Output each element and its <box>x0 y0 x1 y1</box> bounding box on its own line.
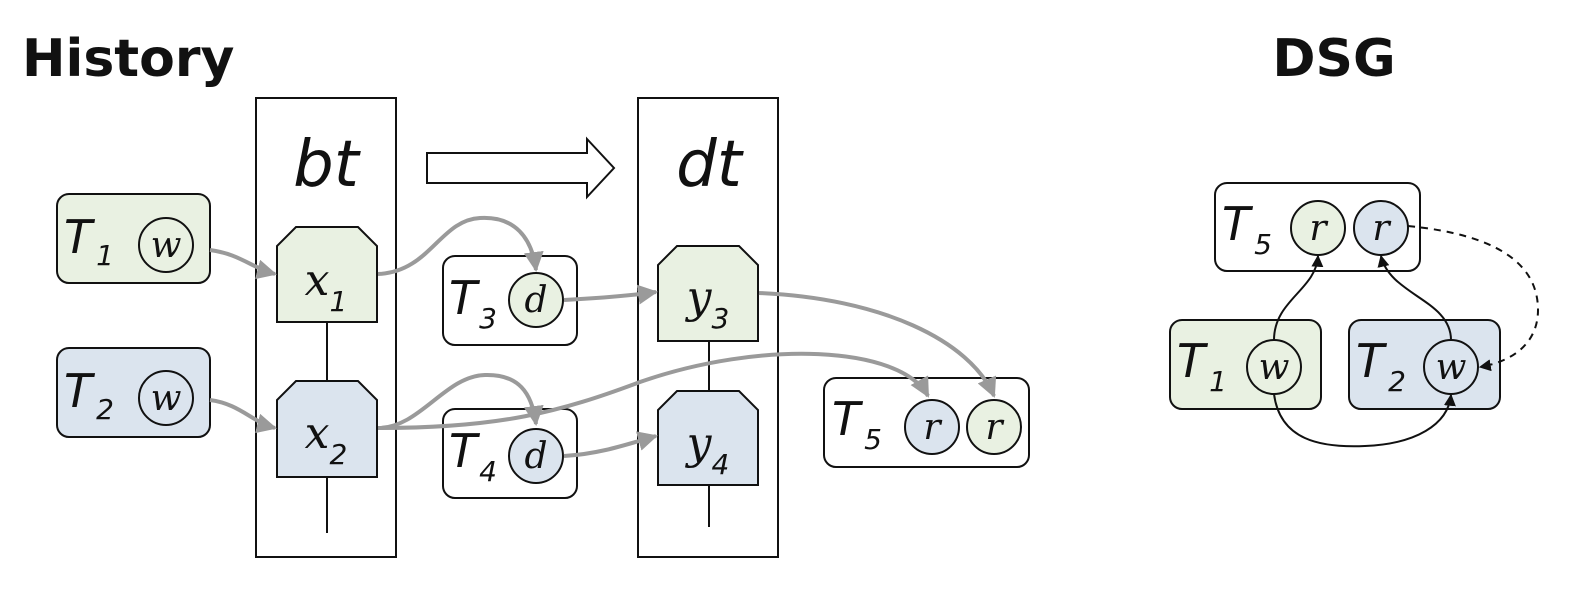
arrow-t3-to-y3 <box>563 284 658 305</box>
arrow-t2-to-x2 <box>209 398 277 434</box>
txn-t3-op-circle <box>508 272 564 328</box>
txn-t5-op2-circle <box>966 399 1022 455</box>
node-y3: y3 <box>657 245 759 342</box>
node-x2-shape <box>276 380 378 478</box>
txn-t3-label: T3 <box>449 271 497 335</box>
txn-t4-label: T4 <box>449 424 497 488</box>
transform-arrow-icon <box>426 136 616 200</box>
bt-label: bt <box>293 128 362 202</box>
dsg-edge-t1-to-t2 <box>1273 393 1456 448</box>
dt-label: dt <box>676 128 745 202</box>
txn-t2-op: w <box>151 378 182 419</box>
node-y4: y4 <box>657 390 759 486</box>
dsg-edge-t2-to-t5-r2 <box>1377 254 1452 341</box>
dsg-txn-t1-op: w <box>1259 347 1290 388</box>
node-x1-label: x1 <box>305 255 348 318</box>
node-y3-label: y3 <box>685 272 730 335</box>
dsg-edge-t5-to-t2-dashed <box>1407 225 1540 372</box>
txn-t1-op-circle <box>138 217 194 273</box>
arrow-x2-to-t5-op1 <box>379 351 930 430</box>
txn-t1-op: w <box>151 225 182 266</box>
dsg-txn-t2-op: w <box>1436 347 1467 388</box>
node-x1: x1 <box>276 226 378 323</box>
txn-t2-op-circle <box>138 370 194 426</box>
txn-t4-op-circle <box>508 428 564 484</box>
arrow-x1-to-t3-op <box>377 215 544 276</box>
dsg-title: DSG <box>1272 29 1395 89</box>
node-x1-shape <box>276 226 378 323</box>
arrow-y3-to-t5-op2 <box>758 291 997 398</box>
arrow-t1-to-x1 <box>209 248 277 280</box>
dsg-txn-t5-op2: r <box>1372 208 1391 249</box>
node-y3-shape <box>657 245 759 342</box>
txn-t4-op: d <box>524 436 547 477</box>
arrow-x2-to-t4-op <box>377 372 544 430</box>
txn-t5-op1: r <box>923 407 942 448</box>
txn-t3: T3 d <box>442 255 578 346</box>
bt-column: bt <box>255 97 397 558</box>
node-y4-label: y4 <box>685 418 730 481</box>
arrow-t4-to-y4 <box>563 431 658 458</box>
history-title: History <box>22 29 234 89</box>
node-x2: x2 <box>276 380 378 478</box>
dsg-txn-t5-op1: r <box>1309 208 1328 249</box>
dsg-edge-t1-to-t5-r1 <box>1273 254 1324 341</box>
node-y4-shape <box>657 390 759 486</box>
history-section: History bt dt x1 x2 y3 <box>22 29 1030 558</box>
node-x2-label: x2 <box>305 408 348 471</box>
txn-t5-op1-circle <box>904 399 960 455</box>
txn-t3-op: d <box>524 280 547 321</box>
txn-t5-op2: r <box>985 407 1004 448</box>
txn-t4: T4 d <box>442 408 578 499</box>
